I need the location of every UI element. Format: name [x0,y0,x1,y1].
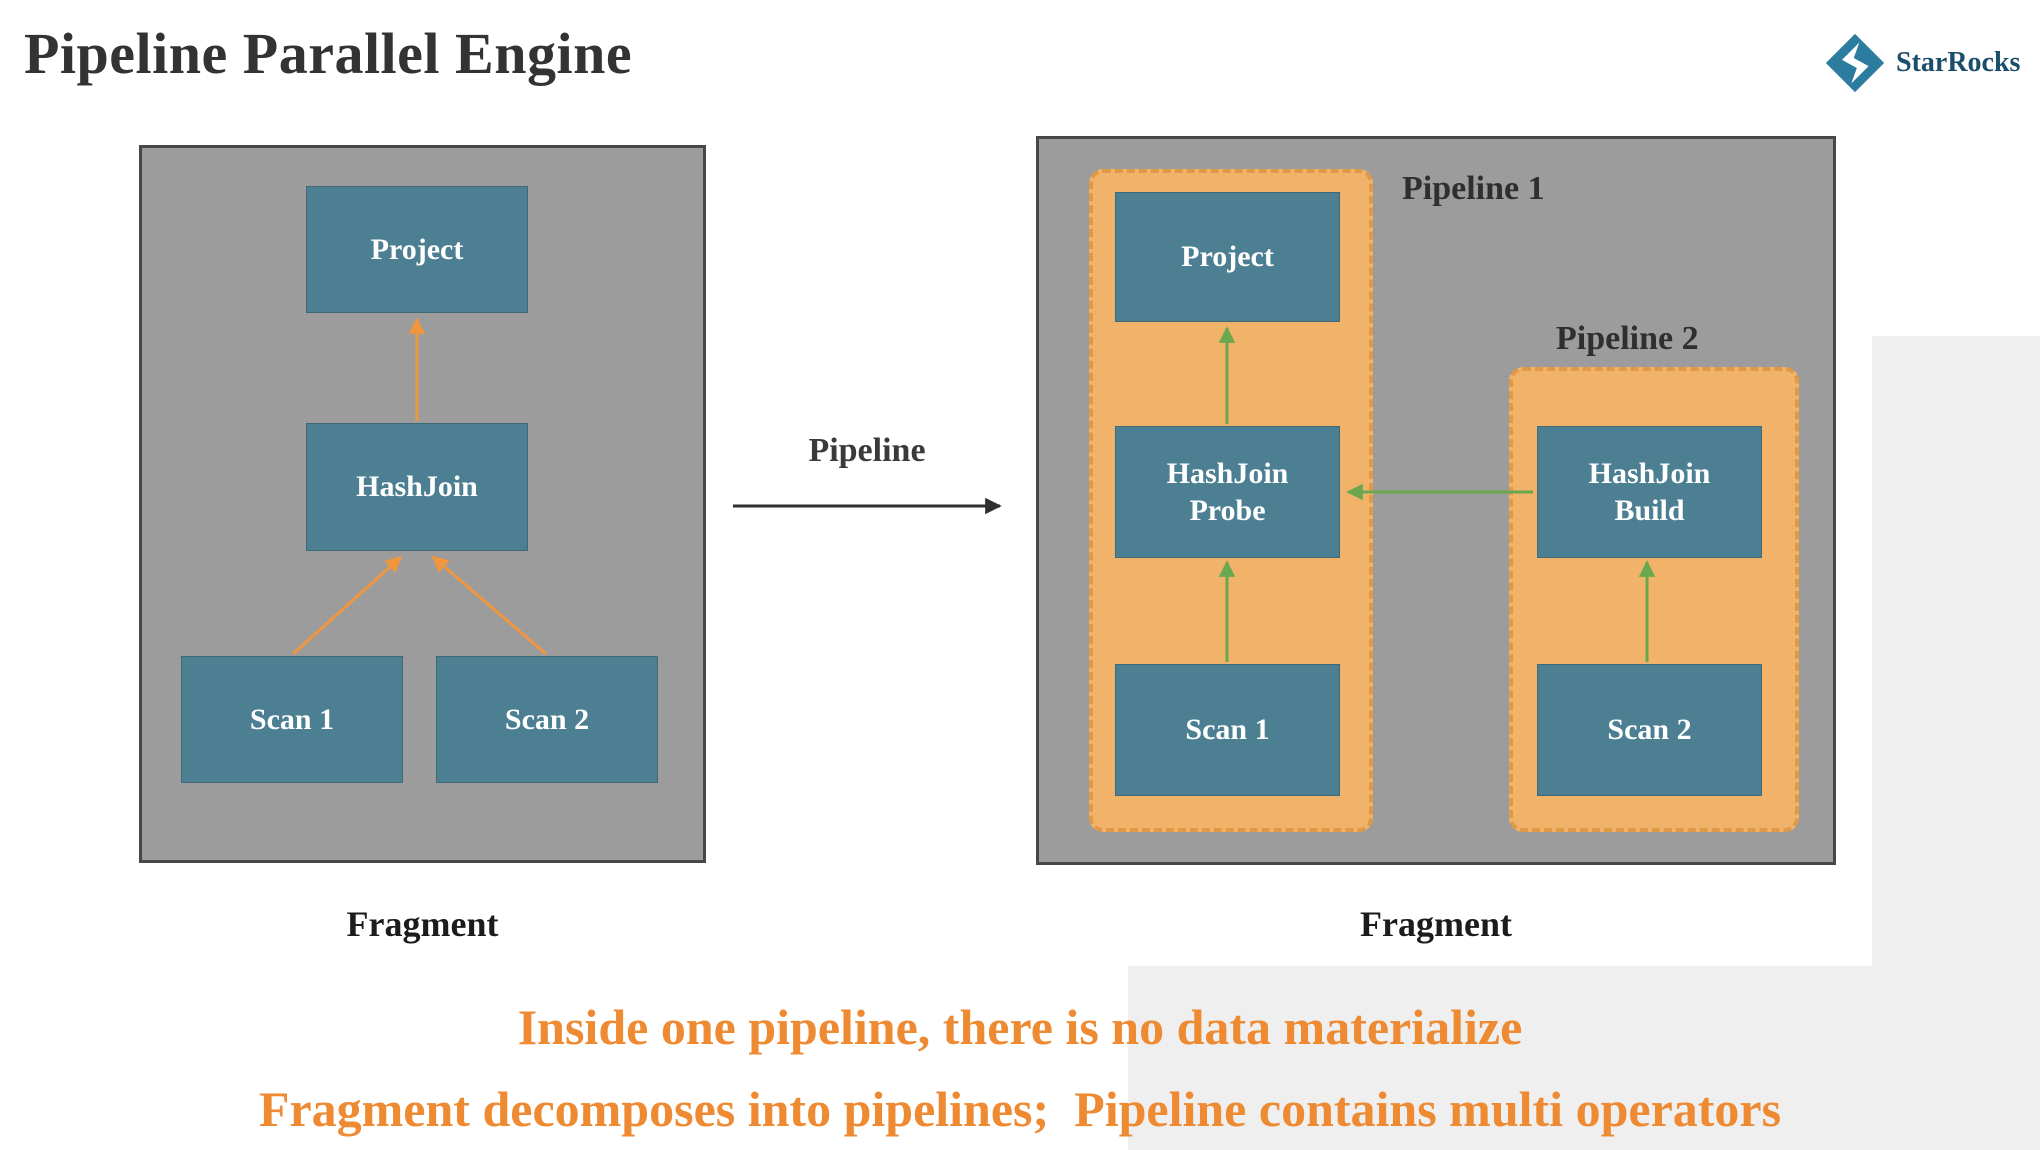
starrocks-logo: StarRocks [1824,32,2020,94]
node-scan2-right: Scan 2 [1537,664,1762,796]
pipeline2-label: Pipeline 2 [1556,320,1699,357]
starrocks-logo-text: StarRocks [1896,47,2021,78]
node-hashjoin-build: HashJoin Build [1537,426,1762,558]
node-scan1-left: Scan 1 [181,656,403,783]
starrocks-logo-icon [1825,33,1885,93]
page-title: Pipeline Parallel Engine [24,21,633,86]
node-scan1-right: Scan 1 [1115,664,1340,796]
right-fragment-caption: Fragment [1360,904,1512,944]
node-project-right: Project [1115,192,1340,322]
left-fragment-caption: Fragment [346,904,499,944]
node-hashjoin-probe: HashJoin Probe [1115,426,1340,558]
transition-label: Pipeline [808,432,926,469]
caption-line2: Fragment decomposes into pipelines; Pipe… [258,1081,1782,1137]
caption-line1: Inside one pipeline, there is no data ma… [517,999,1523,1055]
node-scan2-left: Scan 2 [436,656,658,783]
node-hashjoin: HashJoin [306,423,528,551]
watermark-shape [1128,336,2040,1150]
pipeline1-label: Pipeline 1 [1402,170,1545,207]
node-project-left: Project [306,186,528,313]
